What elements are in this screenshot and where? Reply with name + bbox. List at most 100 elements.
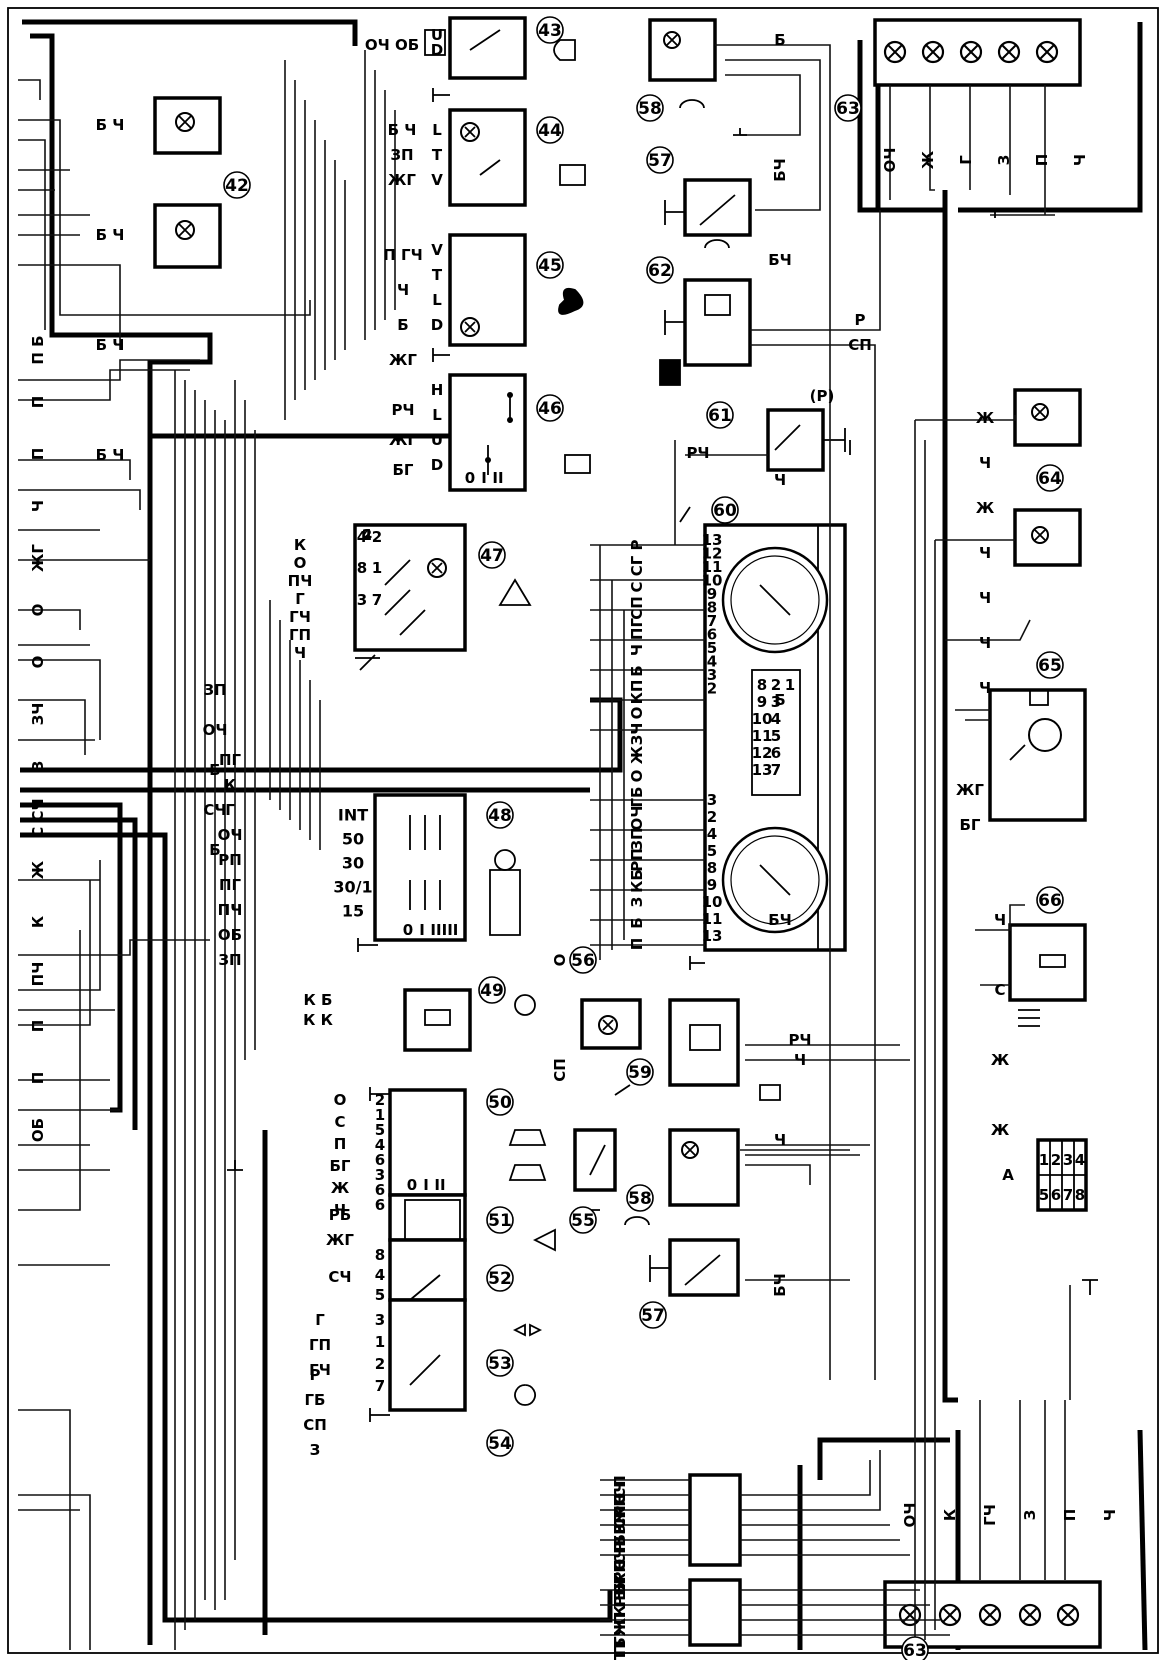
- svg-text:55: 55: [571, 1211, 595, 1231]
- wire-label-left_edge-7: ЗЧ: [29, 703, 47, 726]
- wire-label-s62-1: СП: [848, 336, 872, 354]
- wire-label-s60_left-10: Ж: [628, 745, 646, 764]
- wire-label-left_edge-10: Ж: [29, 860, 47, 879]
- wire-label-s55_56-0: О: [551, 954, 569, 967]
- washer-motor-65: [988, 688, 1087, 822]
- wire-label-s57-1: БЧ: [771, 1273, 789, 1297]
- vertical-distribution-wires: [174, 50, 396, 1650]
- wire-label-bottom_connector_1-13: С: [611, 1559, 629, 1570]
- wire-label-s54-2: СП: [303, 1416, 327, 1434]
- pin-s43-0: U: [431, 26, 443, 44]
- wire-label-s58-5: Ч: [774, 1131, 786, 1149]
- wire-label-s47-1: О: [294, 554, 307, 572]
- svg-text:47: 47: [480, 546, 504, 566]
- svg-text:46: 46: [538, 399, 562, 419]
- wire-label-left_edge-1: П: [29, 396, 47, 409]
- rear-heater-66: [1008, 923, 1087, 1002]
- wire-label-s50-5: Ч: [334, 1201, 346, 1219]
- wire-label-s60_left-19: П: [628, 938, 646, 951]
- wire-label-s48-5: ПГ: [219, 876, 242, 894]
- pin-s44-0: L: [432, 121, 442, 139]
- wire-label-s66-3: Ж: [991, 1121, 1010, 1139]
- pin-socket-0: 8: [757, 676, 767, 694]
- callout-56: 56: [569, 946, 597, 974]
- wire-label-s45-1: Ч: [397, 281, 409, 299]
- hazard-switch-47: [353, 523, 467, 652]
- pin-cluster-l-1: 2: [707, 808, 717, 826]
- wire-label-s42-3: Б Ч: [96, 446, 125, 464]
- pin-socket-5: 13: [752, 761, 773, 779]
- connector-a-pin-5: 6: [1051, 1186, 1061, 1204]
- wire-label-s63_top-3: З: [995, 155, 1013, 166]
- pin-s46-2: U: [431, 431, 443, 449]
- wire-label-s60_left-15: РП: [628, 848, 646, 872]
- pin-cluster-l-8: 13: [702, 927, 723, 945]
- callout-48: 48: [486, 801, 514, 829]
- wire-label-bottom_connector_2-6: Б: [611, 1637, 629, 1648]
- pin-cluster-l-0: 3: [707, 791, 717, 809]
- wire-label-s64-6: Ч: [979, 679, 991, 697]
- s46-pos-1: I: [481, 469, 487, 487]
- wire-label-bottom_connector_1-10: Р: [611, 1542, 629, 1553]
- wire-label-bottom_connector_1-1: ОЧ: [611, 1481, 629, 1506]
- wire-label-s48-3: ОЧ: [218, 826, 243, 844]
- pin-socket-11: 6: [771, 744, 781, 762]
- wire-label-s60_left-17: З: [628, 897, 646, 908]
- wire-label-s61-0: РЧ: [686, 444, 709, 462]
- connector-a-pin-2: 3: [1063, 1151, 1073, 1169]
- wire-label-s45-2: Б: [397, 316, 408, 334]
- lamp-unit-42-upper: [153, 96, 222, 155]
- pin-s50-1: 1: [375, 1106, 385, 1124]
- pin-socket-4: 12: [752, 744, 773, 762]
- callout-42: 42: [223, 171, 251, 199]
- svg-text:59: 59: [628, 1063, 652, 1083]
- pin-s50-5: 3: [375, 1166, 385, 1184]
- wire-label-s58-2: Ч: [774, 471, 786, 489]
- dimmer-49: [403, 988, 472, 1052]
- pin-s53-2: 5: [375, 1286, 385, 1304]
- wire-label-bottom_connector_2-4: Ж: [611, 1617, 629, 1636]
- wire-label-left_edge-6: О: [29, 656, 47, 669]
- wire-label-s46-2: БГ: [393, 461, 414, 479]
- wire-label-s44-2: ЖГ: [388, 171, 416, 189]
- right-distribution-wires: [590, 44, 1071, 1650]
- s50-pos-0: 0: [407, 1176, 417, 1194]
- wire-label-s53-0: Г: [315, 1311, 325, 1329]
- pin-s50-2: 5: [375, 1121, 385, 1139]
- wire-label-s63_bottom-1: К: [941, 1508, 959, 1521]
- parking-switch-61: [766, 408, 846, 472]
- pin-s46-3: D: [431, 456, 443, 474]
- wire-label-s45-3: ЖГ: [389, 351, 417, 369]
- lamp-64-lower: [1013, 508, 1082, 567]
- svg-text:48: 48: [488, 806, 512, 826]
- wire-label-mid_vertical-1: ОЧ: [203, 721, 228, 739]
- instrument-cluster-60: [703, 523, 847, 952]
- pin-socket-12: 7: [771, 761, 781, 779]
- wire-label-s50-1: С: [334, 1113, 345, 1131]
- wire-label-s58-0: Б: [774, 31, 785, 49]
- wire-label-bottom_connector_1-12: ОЧ: [611, 1547, 629, 1572]
- svg-text:56: 56: [571, 951, 595, 971]
- callout-44: 44: [536, 116, 564, 144]
- wire-label-s50-4: Ж: [331, 1179, 350, 1197]
- fuel-sender-62: [664, 278, 752, 367]
- wire-label-s47-5: ГП: [289, 626, 311, 644]
- wire-label-s51-0: РБ: [329, 1206, 351, 1224]
- pin-s46-0: H: [431, 381, 444, 399]
- wire-label-s63_top-5: Ч: [1071, 154, 1089, 166]
- wire-label-left_edge-12: ПЧ: [29, 962, 47, 987]
- pin-s53-1: 4: [375, 1266, 385, 1284]
- switch-44: [448, 108, 527, 207]
- wire-label-left_edge-0: П Б: [29, 335, 47, 364]
- callout-layer: 4243444546474849505152535455565757585859…: [223, 16, 1064, 1660]
- wire-label-s42-1: Б Ч: [96, 226, 125, 244]
- wire-label-s53-2: ГЧ: [309, 1361, 331, 1379]
- wire-label-s64-1: Ч: [979, 454, 991, 472]
- wire-label-s58-1: БЧ: [768, 251, 792, 269]
- callout-47: 47: [478, 541, 506, 569]
- pin-socket-6: 1: [785, 676, 795, 694]
- wire-label-bottom_connector_1-2: С: [611, 1493, 629, 1504]
- bottom-connector-1: [688, 1473, 742, 1567]
- callout-57b: 57: [639, 1301, 667, 1329]
- pin-s54-2: 2: [375, 1355, 385, 1373]
